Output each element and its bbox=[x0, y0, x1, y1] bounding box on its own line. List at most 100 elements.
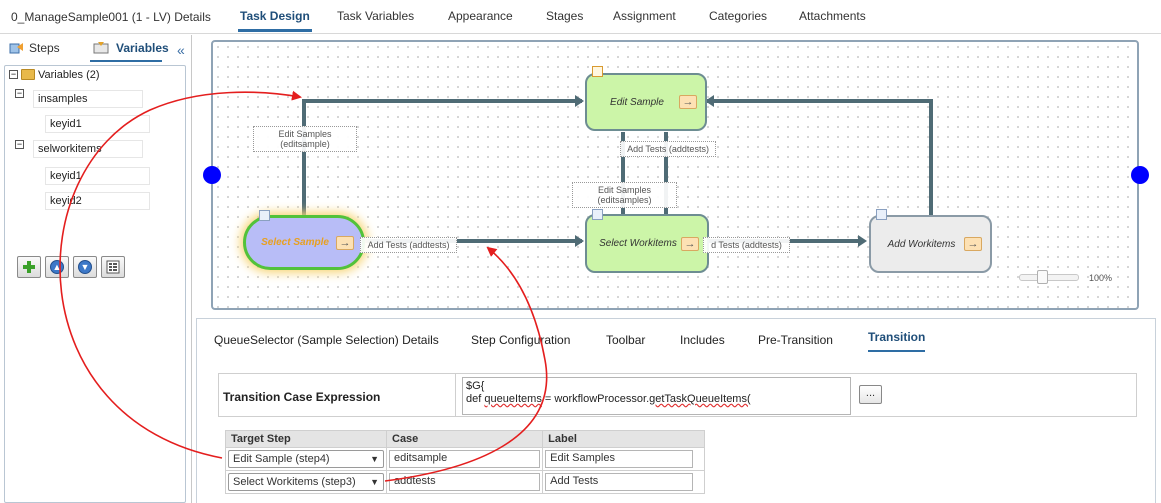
node-output-icon[interactable]: → bbox=[681, 236, 699, 251]
connector-label-add-tests-top[interactable]: Add Tests (addtests) bbox=[620, 141, 716, 157]
target-step-select[interactable]: Edit Sample (step4) ▼ bbox=[228, 450, 384, 468]
task-tab-bar: 0_ManageSample001 (1 - LV) Details Task … bbox=[0, 0, 1161, 34]
workflow-canvas[interactable]: Select Sample → Edit Sample → Select Wor… bbox=[203, 40, 1149, 310]
connector-label-line: Edit Samples bbox=[597, 185, 652, 195]
edit-icon bbox=[592, 66, 603, 77]
tab-assignment[interactable]: Assignment bbox=[613, 9, 676, 23]
tab-categories[interactable]: Categories bbox=[709, 9, 768, 23]
page-title: 0_ManageSample001 (1 - LV) Details bbox=[11, 10, 211, 24]
connector-label-add-tests-right[interactable]: d Tests (addtests) bbox=[703, 237, 790, 253]
case-input[interactable]: editsample bbox=[389, 450, 541, 468]
expression-object: = workflowProcessor. bbox=[541, 393, 650, 405]
variable-selworkitems-key2[interactable]: keyid2 bbox=[45, 192, 150, 210]
node-select-workitems[interactable]: Select Workitems → bbox=[585, 214, 709, 273]
arrow-into-workitems bbox=[575, 235, 584, 247]
transition-expression-row: Transition Case Expression $G{ def queue… bbox=[218, 373, 1137, 417]
node-add-workitems[interactable]: Add Workitems → bbox=[869, 215, 992, 273]
column-header-case: Case bbox=[385, 430, 544, 448]
connector-label-edit-samples[interactable]: Edit Samples (editsample) bbox=[253, 126, 357, 152]
node-select-workitems-label: Select Workitems bbox=[599, 238, 677, 249]
list-icon bbox=[259, 210, 270, 221]
expression-method: getTaskQueueItems( bbox=[649, 393, 751, 405]
move-up-button[interactable]: ▲ bbox=[45, 256, 69, 278]
node-edit-sample-label: Edit Sample bbox=[610, 96, 664, 108]
expression-line-2: def queueItems = workflowProcessor.getTa… bbox=[466, 393, 847, 406]
tab-stages[interactable]: Stages bbox=[546, 9, 584, 23]
tab-steps[interactable]: Steps bbox=[9, 41, 60, 55]
wire-top-to-edit bbox=[302, 99, 582, 103]
variables-panel: Steps Variables « − Variables (2) − insa… bbox=[0, 35, 192, 503]
node-output-icon[interactable]: → bbox=[679, 95, 697, 109]
arrow-into-edit-left bbox=[575, 95, 584, 107]
move-down-button[interactable]: ▼ bbox=[73, 256, 97, 278]
column-header-target-step: Target Step bbox=[225, 430, 387, 448]
start-port[interactable] bbox=[203, 166, 221, 184]
variable-selworkitems-key1[interactable]: keyid1 bbox=[45, 167, 150, 185]
expression-variable: queueItems bbox=[484, 393, 542, 405]
row-divider bbox=[455, 374, 456, 416]
zoom-slider-thumb[interactable] bbox=[1037, 270, 1048, 284]
steps-icon bbox=[9, 43, 23, 54]
end-port[interactable] bbox=[1131, 166, 1149, 184]
column-header-label: Label bbox=[542, 430, 705, 448]
add-icon bbox=[23, 261, 35, 273]
expression-editor-button[interactable]: ... bbox=[859, 385, 882, 404]
dropdown-arrow-icon: ▼ bbox=[370, 454, 379, 464]
node-output-icon[interactable]: → bbox=[336, 235, 354, 250]
tab-pre-transition[interactable]: Pre-Transition bbox=[758, 333, 833, 347]
connector-label-line: (editsamples) bbox=[597, 195, 652, 205]
label-input[interactable]: Edit Samples bbox=[545, 450, 694, 468]
zoom-level: 100% bbox=[1089, 273, 1113, 283]
properties-icon bbox=[106, 260, 120, 274]
node-output-icon[interactable]: → bbox=[964, 237, 982, 251]
wire-add-to-edit bbox=[705, 99, 931, 103]
tab-toolbar[interactable]: Toolbar bbox=[606, 333, 646, 347]
connector-label-line: (editsample) bbox=[280, 139, 330, 149]
case-input[interactable]: addtests bbox=[389, 473, 541, 491]
collapse-insamples-icon[interactable]: − bbox=[15, 88, 24, 98]
target-step-select[interactable]: Select Workitems (step3) ▼ bbox=[228, 473, 384, 491]
collapse-root-icon[interactable]: − bbox=[9, 69, 18, 79]
dropdown-arrow-icon: ▼ bbox=[370, 477, 379, 487]
variables-icon bbox=[93, 42, 109, 54]
tab-task-variables[interactable]: Task Variables bbox=[337, 9, 415, 23]
label-input[interactable]: Add Tests bbox=[545, 473, 694, 491]
tab-appearance[interactable]: Appearance bbox=[448, 9, 513, 23]
expression-keyword: def bbox=[466, 393, 485, 405]
zoom-slider-track[interactable] bbox=[1019, 274, 1079, 281]
table-cell: Select Workitems (step3) ▼ bbox=[225, 470, 387, 494]
collapse-selworkitems-icon[interactable]: − bbox=[15, 139, 24, 149]
transition-expression-label: Transition Case Expression bbox=[223, 390, 381, 404]
add-variable-button[interactable] bbox=[17, 256, 41, 278]
tab-variables[interactable]: Variables bbox=[92, 41, 169, 55]
transition-table: Target Step Case Label Edit Sample (step… bbox=[225, 430, 705, 494]
tab-attachments[interactable]: Attachments bbox=[799, 9, 866, 23]
tab-transition[interactable]: Transition bbox=[868, 330, 926, 352]
tab-task-design[interactable]: Task Design bbox=[238, 9, 312, 32]
details-title: QueueSelector (Sample Selection) Details bbox=[214, 333, 439, 347]
table-cell: Add Tests bbox=[542, 470, 705, 494]
active-tab-indicator bbox=[90, 60, 162, 62]
variable-insamples[interactable]: insamples bbox=[33, 90, 143, 108]
variable-selworkitems[interactable]: selworkitems bbox=[33, 140, 143, 158]
wire-edit-workitems-right bbox=[664, 132, 668, 214]
node-edit-sample[interactable]: Edit Sample → bbox=[585, 73, 707, 131]
wire-select-to-top bbox=[302, 99, 306, 216]
folder-icon bbox=[21, 69, 35, 80]
connector-label-add-tests-left[interactable]: Add Tests (addtests) bbox=[360, 237, 457, 253]
variable-insamples-key1[interactable]: keyid1 bbox=[45, 115, 150, 133]
tab-includes[interactable]: Includes bbox=[680, 333, 725, 347]
properties-button[interactable] bbox=[101, 256, 125, 278]
tab-step-configuration[interactable]: Step Configuration bbox=[471, 333, 571, 347]
wire-select-to-workitems bbox=[362, 239, 582, 243]
table-row: Select Workitems (step3) ▼ addtests Add … bbox=[225, 470, 705, 494]
variables-root-label[interactable]: Variables (2) bbox=[38, 69, 100, 81]
connector-label-edit-samples-2[interactable]: Edit Samples (editsamples) bbox=[572, 182, 677, 208]
transition-expression-input[interactable]: $G{ def queueItems = workflowProcessor.g… bbox=[462, 377, 851, 415]
table-row: Edit Sample (step4) ▼ editsample Edit Sa… bbox=[225, 447, 705, 471]
collapse-panel-icon[interactable]: « bbox=[177, 42, 185, 58]
node-select-sample[interactable]: Select Sample → bbox=[243, 215, 365, 270]
arrow-into-edit-right bbox=[705, 95, 714, 107]
wire-add-up bbox=[929, 99, 933, 215]
connector-label-line: Edit Samples bbox=[278, 129, 332, 139]
